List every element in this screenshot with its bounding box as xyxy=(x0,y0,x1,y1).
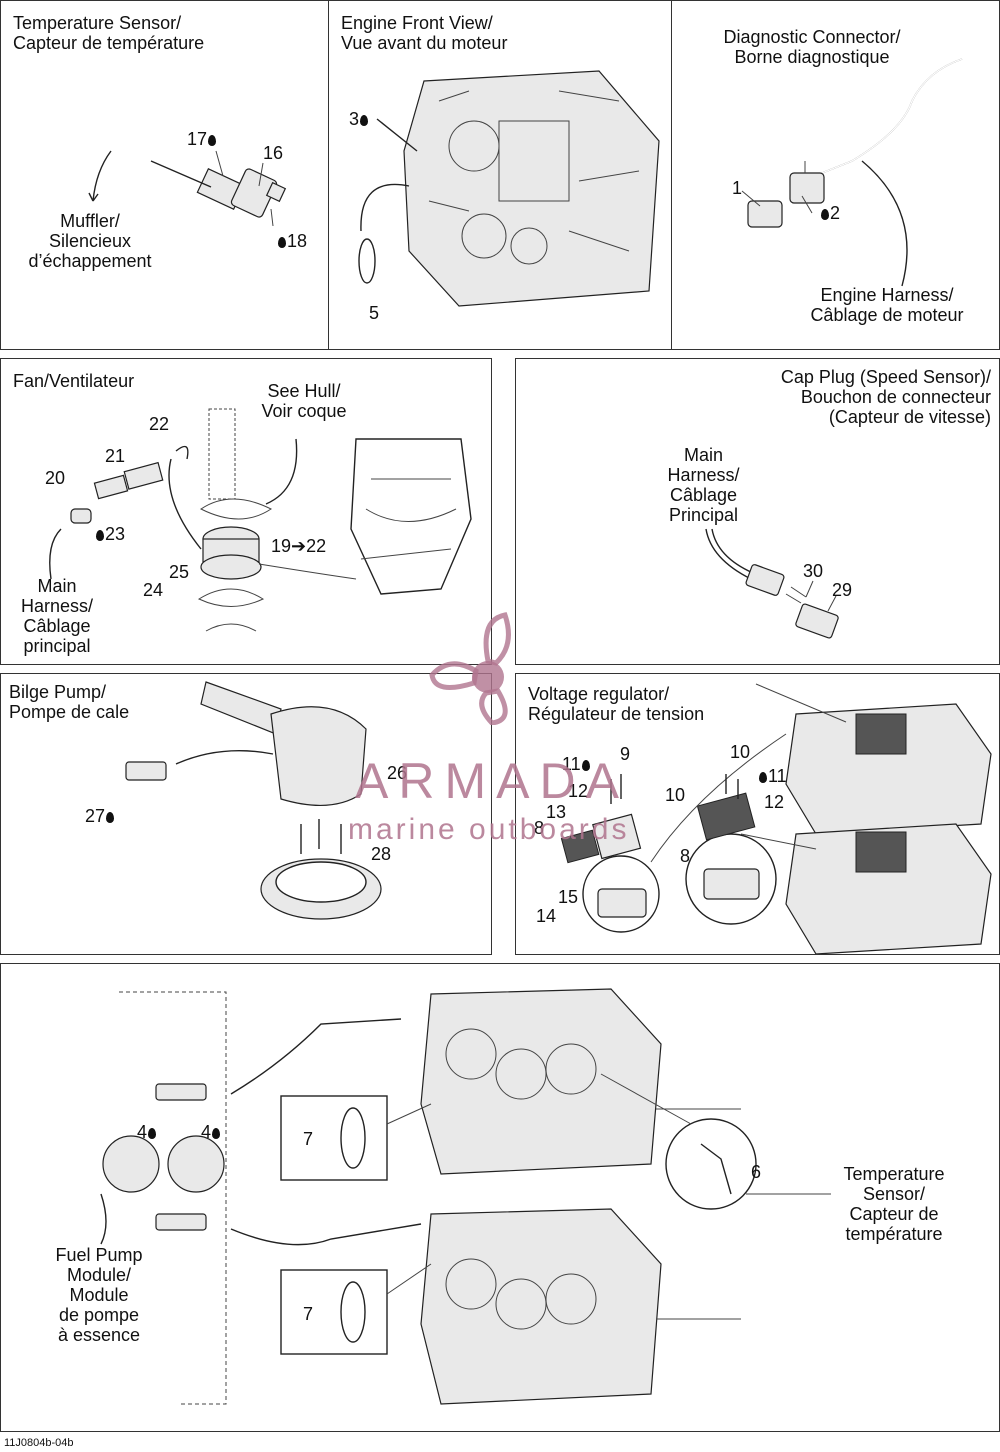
part-4: 4 xyxy=(201,1122,221,1142)
part-10: 10 xyxy=(665,785,686,805)
diagnostic-connector-drawing xyxy=(741,58,963,287)
part-28: 28 xyxy=(371,844,392,864)
panel-title: Engine Front View/ Vue avant du moteur xyxy=(341,13,508,53)
part-15: 15 xyxy=(558,887,579,907)
part-19-22: 19➔22 xyxy=(271,536,327,556)
panel-title: Diagnostic Connector/ Borne diagnostique xyxy=(723,27,901,67)
temperature-sensor-label: Temperature Sensor/ Capteur de températu… xyxy=(843,1164,945,1244)
main-harness-label: Main Harness/ Câblage Principal xyxy=(667,445,740,525)
part-2: 2 xyxy=(820,203,840,223)
part-1: 1 xyxy=(732,178,743,198)
part-22: 22 xyxy=(149,414,170,434)
panel-voltage-regulator: Voltage regulator/ Régulateur de tension… xyxy=(515,673,1000,955)
part-6: 6 xyxy=(751,1162,762,1182)
part-17: 17 xyxy=(187,129,217,149)
part-25: 25 xyxy=(169,562,190,582)
part-11: 11 xyxy=(758,766,787,786)
part-26: 26 xyxy=(387,763,408,783)
panel-fuel-pump-module: 4 4 7 7 6 Temperature Sensor/ Capteur de… xyxy=(0,963,1000,1432)
panel-fan: Fan/Ventilateur See Hull/ Voir coque 22 … xyxy=(0,358,492,665)
part-16: 16 xyxy=(263,143,284,163)
fuel-pump-module-label: Fuel Pump Module/ Module de pompe à esse… xyxy=(55,1245,143,1345)
armada-tagline: marine outboards xyxy=(348,813,630,846)
panel-cap-plug: Cap Plug (Speed Sensor)/ Bouchon de conn… xyxy=(515,358,1000,665)
engine-harness-label: Engine Harness/ Câblage de moteur xyxy=(810,285,964,325)
part-4: 4 xyxy=(137,1122,157,1142)
see-hull-label: See Hull/ Voir coque xyxy=(261,381,347,421)
part-29: 29 xyxy=(832,580,853,600)
drawing-code: 11J0804b-04b xyxy=(4,1437,74,1449)
part-8: 8 xyxy=(534,818,545,838)
panel-title: Bilge Pump/ Pompe de cale xyxy=(9,682,130,722)
temperature-sensor-drawing xyxy=(88,150,287,227)
muffler-label: Muffler/ Silencieux d’échappement xyxy=(28,211,152,271)
part-13: 13 xyxy=(546,802,567,822)
cap-plug-drawing xyxy=(705,528,839,639)
panel-bilge-pump: Bilge Pump/ Pompe de cale 26 27 28 xyxy=(0,673,492,955)
panel-title: Voltage regulator/ Régulateur de tension xyxy=(528,684,705,724)
part-30: 30 xyxy=(803,561,824,581)
fan-drawing xyxy=(49,408,472,632)
part-12: 12 xyxy=(764,792,785,812)
twin-engine-drawing xyxy=(100,988,831,1405)
main-harness-label: Main Harness/ Câblage principal xyxy=(20,576,94,656)
part-12: 12 xyxy=(568,781,589,801)
part-11: 11 xyxy=(562,754,591,774)
part-7: 7 xyxy=(303,1304,314,1324)
part-18: 18 xyxy=(277,231,307,251)
panel-diagnostic-connector: Diagnostic Connector/ Borne diagnostique… xyxy=(671,0,1000,350)
part-10: 10 xyxy=(730,742,751,762)
part-23: 23 xyxy=(95,524,125,544)
panel-title: Temperature Sensor/ Capteur de températu… xyxy=(13,13,205,53)
part-20: 20 xyxy=(45,468,66,488)
part-5: 5 xyxy=(369,303,380,323)
panel-title: Fan/Ventilateur xyxy=(13,371,135,391)
part-3: 3 xyxy=(349,109,369,129)
part-9: 9 xyxy=(620,744,631,764)
part-24: 24 xyxy=(143,580,164,600)
part-7: 7 xyxy=(303,1129,314,1149)
part-21: 21 xyxy=(105,446,126,466)
engine-front-drawing xyxy=(358,70,660,307)
voltage-regulator-drawing xyxy=(560,683,992,954)
panel-title: Cap Plug (Speed Sensor)/ Bouchon de conn… xyxy=(780,367,991,427)
part-27: 27 xyxy=(85,806,115,826)
panel-temperature-sensor: Temperature Sensor/ Capteur de températu… xyxy=(0,0,330,350)
panel-engine-front-view: Engine Front View/ Vue avant du moteur 3… xyxy=(328,0,673,350)
part-14: 14 xyxy=(536,906,557,926)
armada-brand: ARMADA xyxy=(355,753,629,809)
bilge-pump-drawing xyxy=(125,681,382,920)
armada-propeller-logo xyxy=(429,612,511,725)
part-8: 8 xyxy=(680,846,691,866)
